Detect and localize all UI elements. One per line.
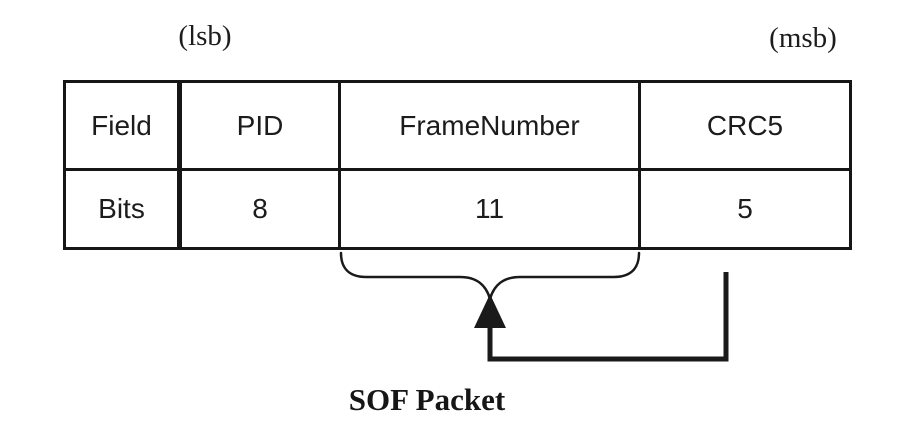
cell-bits-pid: 8: [182, 171, 341, 247]
lsb-label: (lsb): [178, 20, 232, 52]
cell-field-crc5: CRC5: [641, 83, 849, 171]
row-header-field: Field: [66, 83, 182, 171]
cell-field-framenumber: FrameNumber: [341, 83, 641, 171]
cell-bits-framenumber: 11: [341, 171, 641, 247]
cell-bits-crc5: 5: [641, 171, 849, 247]
crc5-connector-elbow-line: [487, 272, 729, 362]
framenumber-brace-icon: [339, 251, 641, 304]
diagram-caption: SOF Packet: [348, 382, 506, 417]
packet-field-table: Field PID FrameNumber CRC5 Bits 8 11 5: [63, 80, 852, 250]
up-arrow-icon: [474, 294, 506, 328]
msb-label: (msb): [769, 22, 837, 54]
cell-field-pid: PID: [182, 83, 341, 171]
row-header-bits: Bits: [66, 171, 182, 247]
